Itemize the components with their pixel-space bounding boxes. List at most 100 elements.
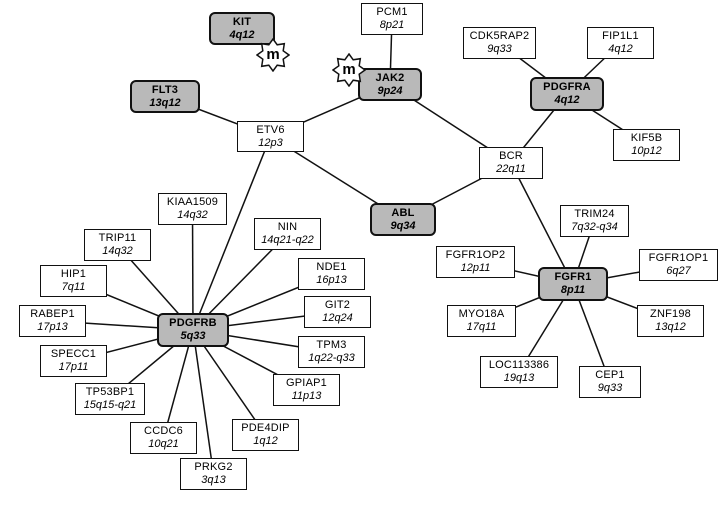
node-label: TPM3 <box>316 339 347 351</box>
node-locus: 14q32 <box>102 245 133 257</box>
node-label: ZNF198 <box>650 308 691 320</box>
star-burst-icon <box>255 37 291 73</box>
node-label: FGFR1 <box>554 271 592 283</box>
node-locus: 7q11 <box>61 281 86 293</box>
node-locus: 22q11 <box>496 163 526 175</box>
node-label: GIT2 <box>324 299 351 311</box>
node-label: PDGFRA <box>543 81 591 93</box>
node-locus: 11p13 <box>291 390 322 402</box>
node-label: HIP1 <box>60 268 87 280</box>
node-label: KIAA1509 <box>166 196 219 208</box>
node-locus: 12p11 <box>460 262 491 274</box>
edge-pdgfrb-pde4dip <box>192 329 267 436</box>
node-label: ABL <box>391 207 415 219</box>
edge-etv6-pdgfrb <box>192 136 272 331</box>
node-locus: 9q34 <box>390 220 416 232</box>
node-label: CEP1 <box>595 369 625 381</box>
node-locus: 9q33 <box>597 382 623 394</box>
node-label: FIP1L1 <box>602 30 639 42</box>
node-label: CCDC6 <box>144 425 183 437</box>
node-locus: 6q27 <box>666 265 691 277</box>
node-label: PCM1 <box>376 6 408 18</box>
node-locus: 13q12 <box>655 321 686 333</box>
node-label: NDE1 <box>316 261 347 273</box>
node-locus: 17q11 <box>466 321 497 333</box>
mutation-label: m <box>342 61 356 78</box>
node-locus: 13q12 <box>149 97 181 109</box>
node-label: TRIP11 <box>98 232 137 244</box>
node-locus: 7q32-q34 <box>571 221 618 233</box>
node-label: FLT3 <box>151 84 179 96</box>
node-label: LOC113386 <box>488 359 550 371</box>
node-label: CDK5RAP2 <box>469 30 530 42</box>
node-locus: 4q12 <box>229 29 255 41</box>
node-label: ETV6 <box>256 124 285 136</box>
node-locus: 8p11 <box>560 284 586 296</box>
node-locus: 4q12 <box>554 94 580 106</box>
node-locus: 12q24 <box>322 312 353 324</box>
node-locus: 10q21 <box>148 438 179 450</box>
edge-pdgfrb-kiaa1509 <box>191 208 194 331</box>
node-label: PDGFRB <box>169 317 217 329</box>
mutation-star-icon: m <box>255 37 291 73</box>
node-label: MYO18A <box>458 308 505 320</box>
node-label: TRIM24 <box>574 208 615 220</box>
node-locus: 5q33 <box>180 330 206 342</box>
node-locus: 14q32 <box>177 209 208 221</box>
edge-pdgfrb-ccdc6 <box>162 329 194 439</box>
node-label: TP53BP1 <box>85 386 135 398</box>
node-label: PRKG2 <box>194 461 233 473</box>
node-locus: 1q22-q33 <box>308 352 355 364</box>
node-locus: 4q12 <box>608 43 633 55</box>
node-locus: 1q12 <box>253 435 278 447</box>
node-label: JAK2 <box>375 72 405 84</box>
node-label: GPIAP1 <box>286 377 327 389</box>
node-label: RABEP1 <box>30 308 75 320</box>
mutation-label: m <box>266 46 280 63</box>
node-locus: 3q13 <box>201 474 226 486</box>
star-burst-icon <box>331 52 367 88</box>
node-locus: 16p13 <box>316 274 347 286</box>
node-locus: 8p21 <box>379 19 405 31</box>
node-locus: 10p12 <box>631 145 662 157</box>
node-label: FGFR1OP2 <box>445 249 506 261</box>
node-locus: 15q15-q21 <box>83 399 137 411</box>
edge-bcr-fgfr1 <box>510 162 574 285</box>
node-locus: 17p13 <box>37 321 68 333</box>
node-label: KIT <box>232 16 252 28</box>
node-locus: 12p3 <box>258 137 283 149</box>
node-locus: 19q13 <box>503 372 535 384</box>
